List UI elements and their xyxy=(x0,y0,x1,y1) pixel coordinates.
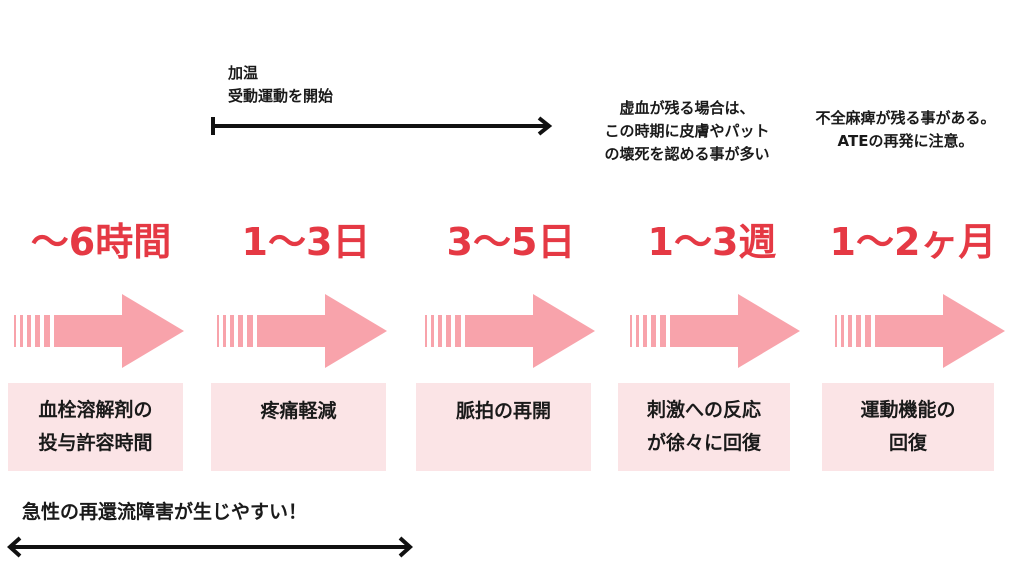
phase-arrow xyxy=(835,294,1005,368)
effect-text: 運動機能の 回復 xyxy=(860,399,956,454)
phase-arrow xyxy=(217,294,387,368)
phase-arrow xyxy=(14,294,184,368)
phase-label-3-5-days: 3〜5日 xyxy=(446,220,576,264)
effect-box-pulse-return: 脈拍の再開 xyxy=(416,383,591,471)
effect-text: 血栓溶解剤の 投与許容時間 xyxy=(38,399,153,454)
phase-arrow xyxy=(630,294,800,368)
effect-box-motor-recovery: 運動機能の 回復 xyxy=(822,383,994,471)
effect-text: 刺激への反応 が徐々に回復 xyxy=(646,399,761,454)
necrosis-note: 虚血が残る場合は、 この時期に皮膚やパット の壊死を認める事が多い xyxy=(604,99,770,163)
paralysis-note: 不全麻痺が残る事がある。 ATEの再発に注意。 xyxy=(815,109,996,150)
effect-text: 疼痛軽減 xyxy=(260,400,337,422)
effect-box-pain-relief: 疼痛軽減 xyxy=(211,383,386,471)
phase-label-1-3-weeks: 1〜3週 xyxy=(647,220,777,264)
reperfusion-range-arrow xyxy=(7,536,413,558)
phase-label-6-hours: 〜6時間 xyxy=(30,220,172,264)
phase-label-1-2-months: 1〜2ヶ月 xyxy=(829,220,997,264)
effect-box-stimulus-response: 刺激への反応 が徐々に回復 xyxy=(618,383,790,471)
phase-label-1-3-days: 1〜3日 xyxy=(241,220,371,264)
effect-text: 脈拍の再開 xyxy=(455,400,551,422)
rewarming-note: 加温 受動運動を開始 xyxy=(228,64,334,105)
rewarming-range-arrow xyxy=(211,116,553,136)
phase-arrow xyxy=(425,294,595,368)
effect-box-thrombolytic: 血栓溶解剤の 投与許容時間 xyxy=(8,383,183,471)
reperfusion-note: 急性の再還流障害が生じやすい！ xyxy=(22,501,308,523)
